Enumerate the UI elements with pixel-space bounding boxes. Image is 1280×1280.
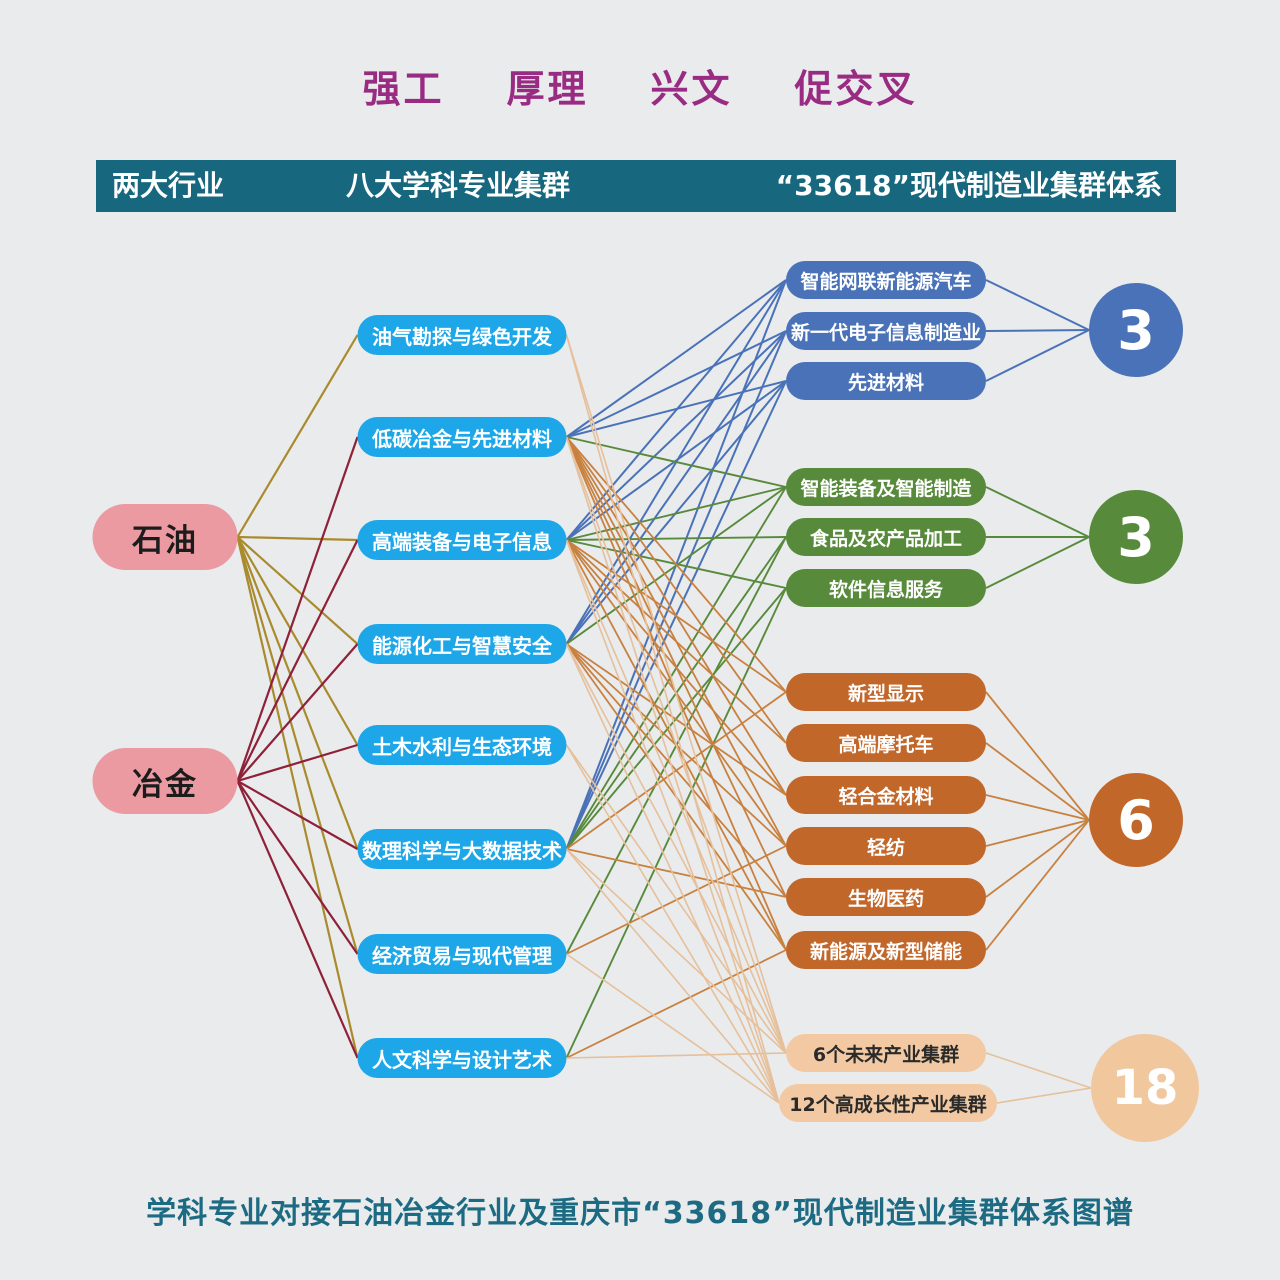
discipline-node-d7: 经济贸易与现代管理 — [357, 934, 567, 974]
edge-d3-o2 — [565, 539, 787, 744]
edge-d6-p1 — [565, 848, 787, 1054]
edge-d4-p1 — [565, 643, 787, 1054]
edge-o3-co — [985, 794, 1090, 821]
discipline-node-d5: 土木水利与生态环境 — [357, 725, 567, 765]
slogan-word-3: 兴文 — [650, 67, 733, 111]
header-two-industries: 两大行业 — [112, 169, 225, 202]
edge-d1-p1 — [565, 334, 787, 1054]
edge-o6-co — [985, 819, 1090, 951]
count-circle-cb: 3 — [1089, 283, 1183, 377]
cluster-node-g2: 食品及农产品加工 — [786, 518, 986, 556]
edge-d4-p2 — [565, 643, 780, 1104]
slogan-word-2: 厚理 — [506, 67, 589, 111]
edge-b3-cb — [985, 329, 1090, 382]
cluster-node-o4: 轻纺 — [786, 827, 986, 865]
cluster-node-p2: 12个高成长性产业集群 — [779, 1084, 997, 1122]
discipline-node-d6: 数理科学与大数据技术 — [357, 829, 567, 869]
edge-metal-d3 — [236, 539, 359, 782]
edge-d8-p1 — [566, 1052, 787, 1059]
edge-d5-p2 — [565, 744, 780, 1104]
edge-metal-d4 — [236, 643, 359, 782]
edge-d8-g3 — [565, 587, 787, 1059]
diagram-caption: 学科专业对接石油冶金行业及重庆市“33618”现代制造业集群体系图谱 — [146, 1196, 1134, 1231]
edge-g1-cg — [985, 486, 1090, 538]
edge-d2-g1 — [566, 436, 787, 488]
cluster-node-o3: 轻合金材料 — [786, 776, 986, 814]
edge-d2-o2 — [565, 436, 787, 744]
discipline-node-d3: 高端装备与电子信息 — [357, 520, 567, 560]
discipline-node-d2: 低碳冶金与先进材料 — [357, 417, 567, 457]
edge-b1-cb — [985, 279, 1090, 331]
edge-p1-cp — [985, 1052, 1092, 1089]
edge-oil-d4 — [236, 536, 359, 645]
edge-oil-d7 — [236, 536, 359, 955]
edge-d3-p1 — [565, 539, 787, 1054]
header-bar: 两大行业 八大学科专业集群 “33618”现代制造业集群体系 — [96, 160, 1176, 212]
header-eight-discipline-clusters: 八大学科专业集群 — [346, 169, 571, 202]
cluster-node-p1: 6个未来产业集群 — [786, 1034, 986, 1072]
edge-d2-b2 — [566, 330, 787, 438]
edge-d3-o3 — [565, 539, 787, 796]
edge-d8-o6 — [566, 949, 787, 1059]
edge-d4-o3 — [565, 643, 787, 796]
edge-o4-co — [985, 819, 1090, 847]
slogan-word-1: 强工 — [362, 67, 445, 111]
edge-o1-co — [985, 691, 1090, 821]
edge-p2-cp — [996, 1087, 1092, 1104]
edge-oil-d8 — [236, 536, 359, 1059]
edge-d7-p2 — [566, 953, 780, 1104]
edge-metal-d5 — [237, 743, 358, 783]
edge-d2-p2 — [565, 436, 780, 1104]
edge-oil-d1 — [236, 334, 359, 538]
edge-g3-cg — [985, 536, 1090, 589]
discipline-node-d8: 人文科学与设计艺术 — [357, 1038, 567, 1078]
edge-d2-o1 — [565, 436, 787, 693]
edge-metal-d2 — [236, 436, 359, 782]
discipline-node-d1: 油气勘探与绿色开发 — [357, 315, 567, 355]
edge-d2-p1 — [565, 436, 787, 1054]
slogan-word-4: 促交叉 — [794, 67, 918, 111]
count-circle-co: 6 — [1089, 773, 1183, 867]
edge-metal-d7 — [236, 780, 359, 955]
edge-d6-o1 — [565, 691, 787, 850]
edge-d3-p2 — [565, 539, 780, 1104]
cluster-node-b3: 先进材料 — [786, 362, 986, 400]
cluster-node-o2: 高端摩托车 — [786, 724, 986, 762]
discipline-node-d4: 能源化工与智慧安全 — [357, 624, 567, 664]
cluster-node-o6: 新能源及新型储能 — [786, 931, 986, 969]
edge-b2-cb — [985, 329, 1090, 332]
header-33618-system: “33618”现代制造业集群体系 — [775, 169, 1162, 202]
edge-o2-co — [985, 742, 1090, 821]
edge-d3-g1 — [566, 486, 787, 541]
edge-d6-o5 — [566, 848, 787, 898]
industry-node-oil: 石油 — [92, 504, 238, 570]
edge-oil-d5 — [236, 536, 359, 746]
cluster-node-b1: 智能网联新能源汽车 — [786, 261, 986, 299]
cluster-node-g3: 软件信息服务 — [786, 569, 986, 607]
edge-oil-d6 — [236, 536, 359, 850]
edge-o5-co — [985, 819, 1090, 898]
edge-d3-o1 — [565, 539, 787, 693]
cluster-node-b2: 新一代电子信息制造业 — [786, 312, 986, 350]
edge-d3-b2 — [565, 330, 787, 541]
industry-node-metal: 冶金 — [92, 748, 238, 814]
cluster-node-o1: 新型显示 — [786, 673, 986, 711]
edge-metal-d8 — [236, 780, 359, 1059]
edge-metal-d6 — [236, 780, 359, 850]
edge-oil-d3 — [237, 535, 358, 542]
edge-d4-b2 — [565, 330, 787, 645]
edge-d4-b3 — [565, 380, 787, 645]
cluster-node-o5: 生物医药 — [786, 878, 986, 916]
edge-d6-p2 — [565, 848, 780, 1104]
count-circle-cp: 18 — [1091, 1034, 1199, 1142]
slogan: 强工 厚理 兴文 促交叉 — [0, 58, 1280, 113]
count-circle-cg: 3 — [1089, 490, 1183, 584]
edge-d5-p1 — [565, 744, 787, 1054]
edge-d2-b1 — [565, 279, 787, 438]
cluster-node-g1: 智能装备及智能制造 — [786, 468, 986, 506]
